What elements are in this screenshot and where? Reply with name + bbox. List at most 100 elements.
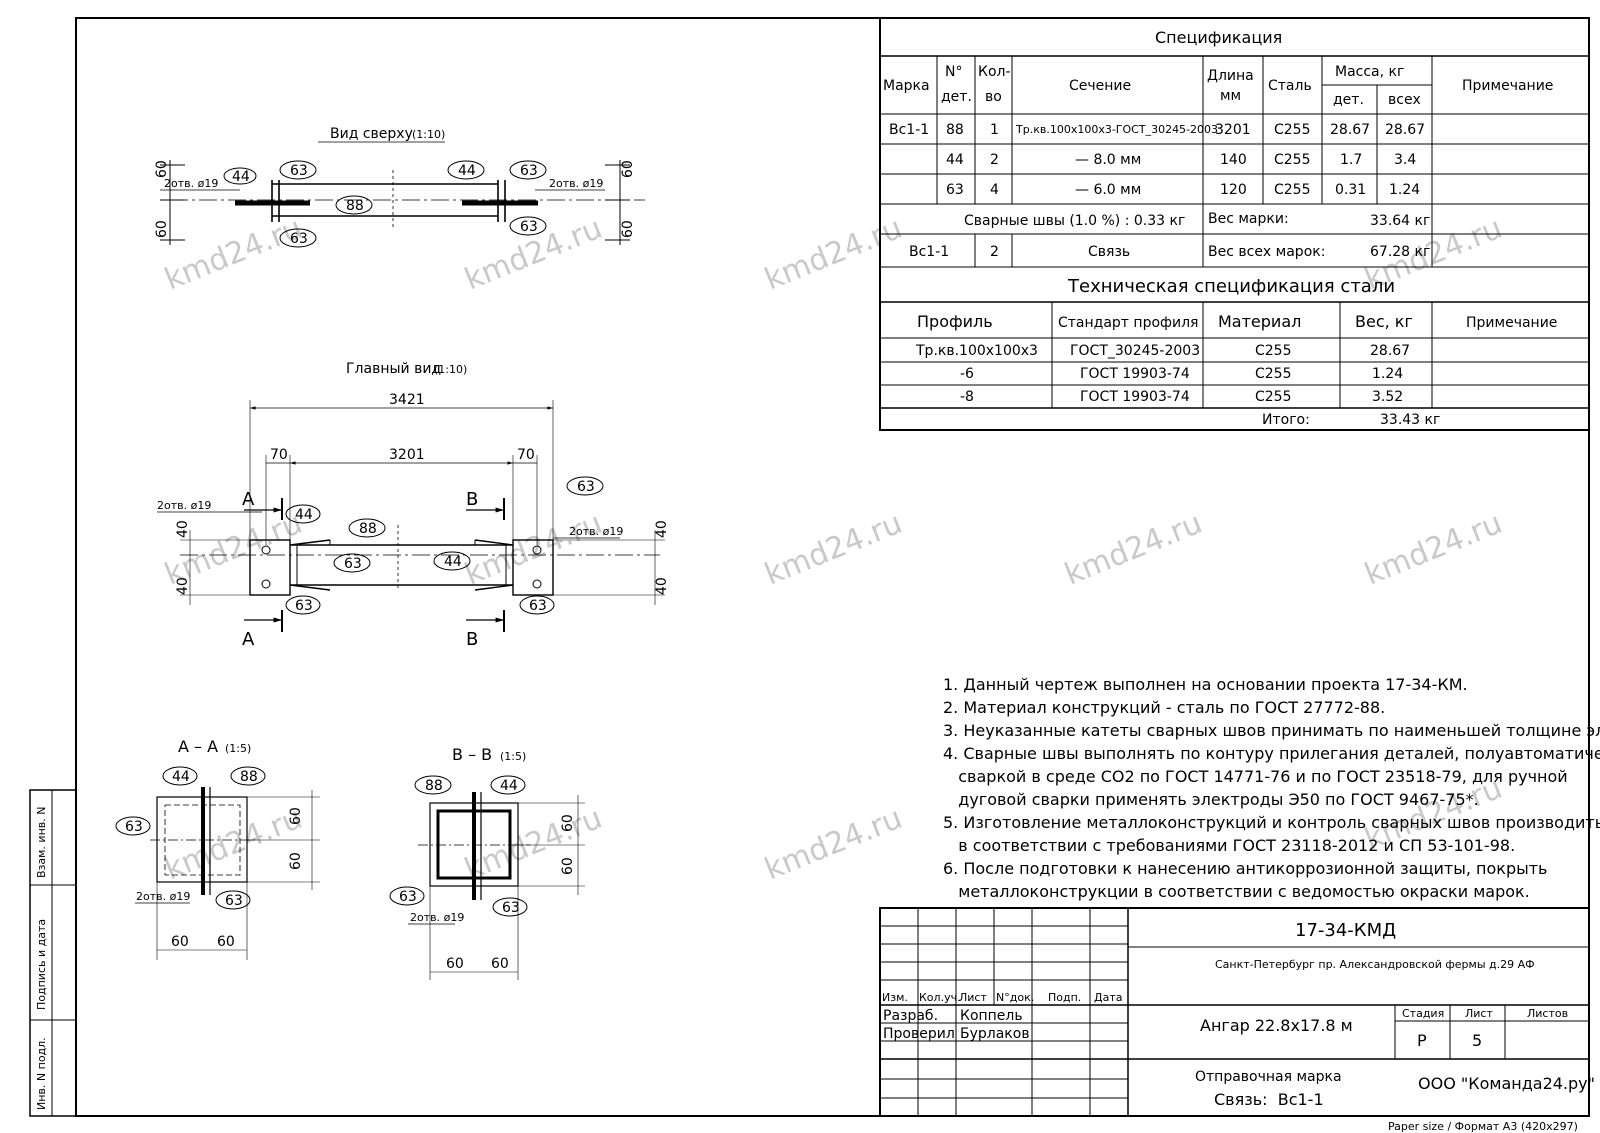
spec-header: дет. (1333, 92, 1364, 108)
part-callout: 63 (529, 598, 547, 614)
dimension: 40 (654, 520, 670, 538)
tech-cell: С255 (1255, 389, 1292, 405)
tb-role: Проверил (883, 1026, 955, 1042)
part-callout: 63 (290, 231, 308, 247)
tech-title: Техническая спецификация стали (1067, 276, 1395, 297)
tech-cell: 3.52 (1372, 389, 1403, 405)
notes: 1. Данный чертеж выполнен на основании п… (943, 675, 1600, 901)
tech-cell: ГОСТ 19903-74 (1080, 389, 1190, 405)
spec-header: во (985, 89, 1002, 105)
spec-title: Спецификация (1155, 28, 1282, 47)
watermark: kmd24.ru (1060, 506, 1207, 593)
spec-header: N° (945, 64, 962, 80)
tb-header: Кол.уч. (919, 991, 961, 1004)
dimension: 60 (560, 814, 576, 832)
tb-header: N°док. (996, 991, 1034, 1004)
spec-cell: 28.67 (1385, 122, 1425, 138)
dimension: 60 (171, 934, 189, 950)
tech-cell: С255 (1255, 343, 1292, 359)
part-callout: 44 (295, 507, 313, 523)
dimension: 40 (654, 577, 670, 595)
spec-cell: 120 (1220, 182, 1247, 198)
spec-value: 33.64 кг (1370, 213, 1430, 229)
holes-label: 2отв. ø19 (549, 177, 603, 190)
note-line: 1. Данный чертеж выполнен на основании п… (943, 675, 1468, 694)
spec-header: Длина (1207, 68, 1254, 84)
part-callout: 63 (295, 598, 313, 614)
spec-cell: 88 (946, 122, 964, 138)
tech-header: Профиль (917, 312, 993, 331)
paper-size: Paper size / Формат A3 (420x297) (1388, 1120, 1578, 1133)
section-mark: B (466, 489, 478, 510)
spec-cell: Тр.кв.100х100х3-ГОСТ_30245-2003 (1015, 123, 1218, 136)
watermark: kmd24.ru (160, 211, 307, 298)
tb-person: Бурлаков (960, 1026, 1030, 1042)
spec-cell: 4 (990, 182, 999, 198)
part-callout: 44 (444, 554, 462, 570)
part-callout: 63 (399, 889, 417, 905)
spec-cell: Вс1-1 (889, 122, 929, 138)
watermark: kmd24.ru (760, 211, 907, 298)
holes-label: 2отв. ø19 (410, 911, 464, 924)
section-b-b (389, 775, 585, 980)
object-name: Ангар 22.8х17.8 м (1200, 1016, 1353, 1035)
view-scale: (1:5) (225, 742, 251, 755)
organization: ООО "Команда24.ру" (1418, 1074, 1595, 1093)
watermark: kmd24.ru (760, 801, 907, 888)
tech-header: Стандарт профиля (1058, 315, 1198, 331)
dimension: 60 (217, 934, 235, 950)
note-line: дуговой сварки применять электроды Э50 п… (943, 790, 1479, 809)
note-line: 3. Неуказанные катеты сварных швов прини… (943, 721, 1600, 740)
part-callout: 44 (172, 769, 190, 785)
spec-welds: Сварные швы (1.0 %) : 0.33 кг (964, 213, 1185, 229)
watermark: kmd24.ru (760, 506, 907, 593)
part-callout: 63 (344, 556, 362, 572)
holes-label: 2отв. ø19 (569, 525, 623, 538)
spec-cell: — 6.0 мм (1075, 182, 1141, 198)
view-title: Вид сверху (330, 126, 413, 142)
main-view (157, 400, 665, 632)
spec-cell: Связь (1088, 244, 1130, 260)
dimension: 70 (517, 447, 535, 463)
dimension: 60 (154, 160, 170, 178)
tech-header: Материал (1218, 312, 1301, 331)
tb-role: Разраб. (883, 1008, 938, 1024)
spec-table (879, 17, 1590, 431)
view-scale: (1:5) (500, 750, 526, 763)
tech-cell: 28.67 (1370, 343, 1410, 359)
mark: Связь: Вс1-1 (1214, 1090, 1324, 1109)
spec-label: Вес всех марок: (1208, 244, 1325, 260)
tech-header: Вес, кг (1355, 312, 1413, 331)
tb-header: Листов (1527, 1007, 1568, 1020)
dimension: 3201 (389, 447, 425, 463)
spec-cell: С255 (1274, 152, 1311, 168)
tb-header: Стадия (1402, 1007, 1444, 1020)
note-line: 6. После подготовки к нанесению антикорр… (943, 859, 1547, 878)
spec-value: 67.28 кг (1370, 244, 1430, 260)
dimension: 40 (175, 577, 191, 595)
spec-cell: 63 (946, 182, 964, 198)
part-callout: 88 (425, 778, 443, 794)
spec-header: Сечение (1069, 78, 1131, 94)
dimension: 60 (491, 956, 509, 972)
tb-header: Лист (959, 991, 987, 1004)
part-callout: 44 (500, 778, 518, 794)
holes-label: 2отв. ø19 (164, 177, 218, 190)
stage: Р (1417, 1031, 1427, 1050)
spec-cell: 1.24 (1389, 182, 1420, 198)
tb-header: Дата (1094, 991, 1122, 1004)
holes-label: 2отв. ø19 (157, 499, 211, 512)
stamp-label: Взам. инв. N (35, 807, 48, 878)
side-stamp (29, 789, 77, 1117)
holes-label: 2отв. ø19 (136, 890, 190, 903)
tech-total: 33.43 кг (1380, 412, 1440, 428)
view-title: Главный вид (346, 361, 441, 377)
note-line: в соответствии с требованиями ГОСТ 23118… (943, 836, 1515, 855)
dimension: 3421 (389, 392, 425, 408)
top-view (160, 141, 645, 248)
tech-cell: -6 (960, 366, 974, 382)
title-block (879, 907, 1590, 1117)
tech-header: Примечание (1466, 315, 1557, 331)
view-scale: (1:10) (412, 128, 445, 141)
